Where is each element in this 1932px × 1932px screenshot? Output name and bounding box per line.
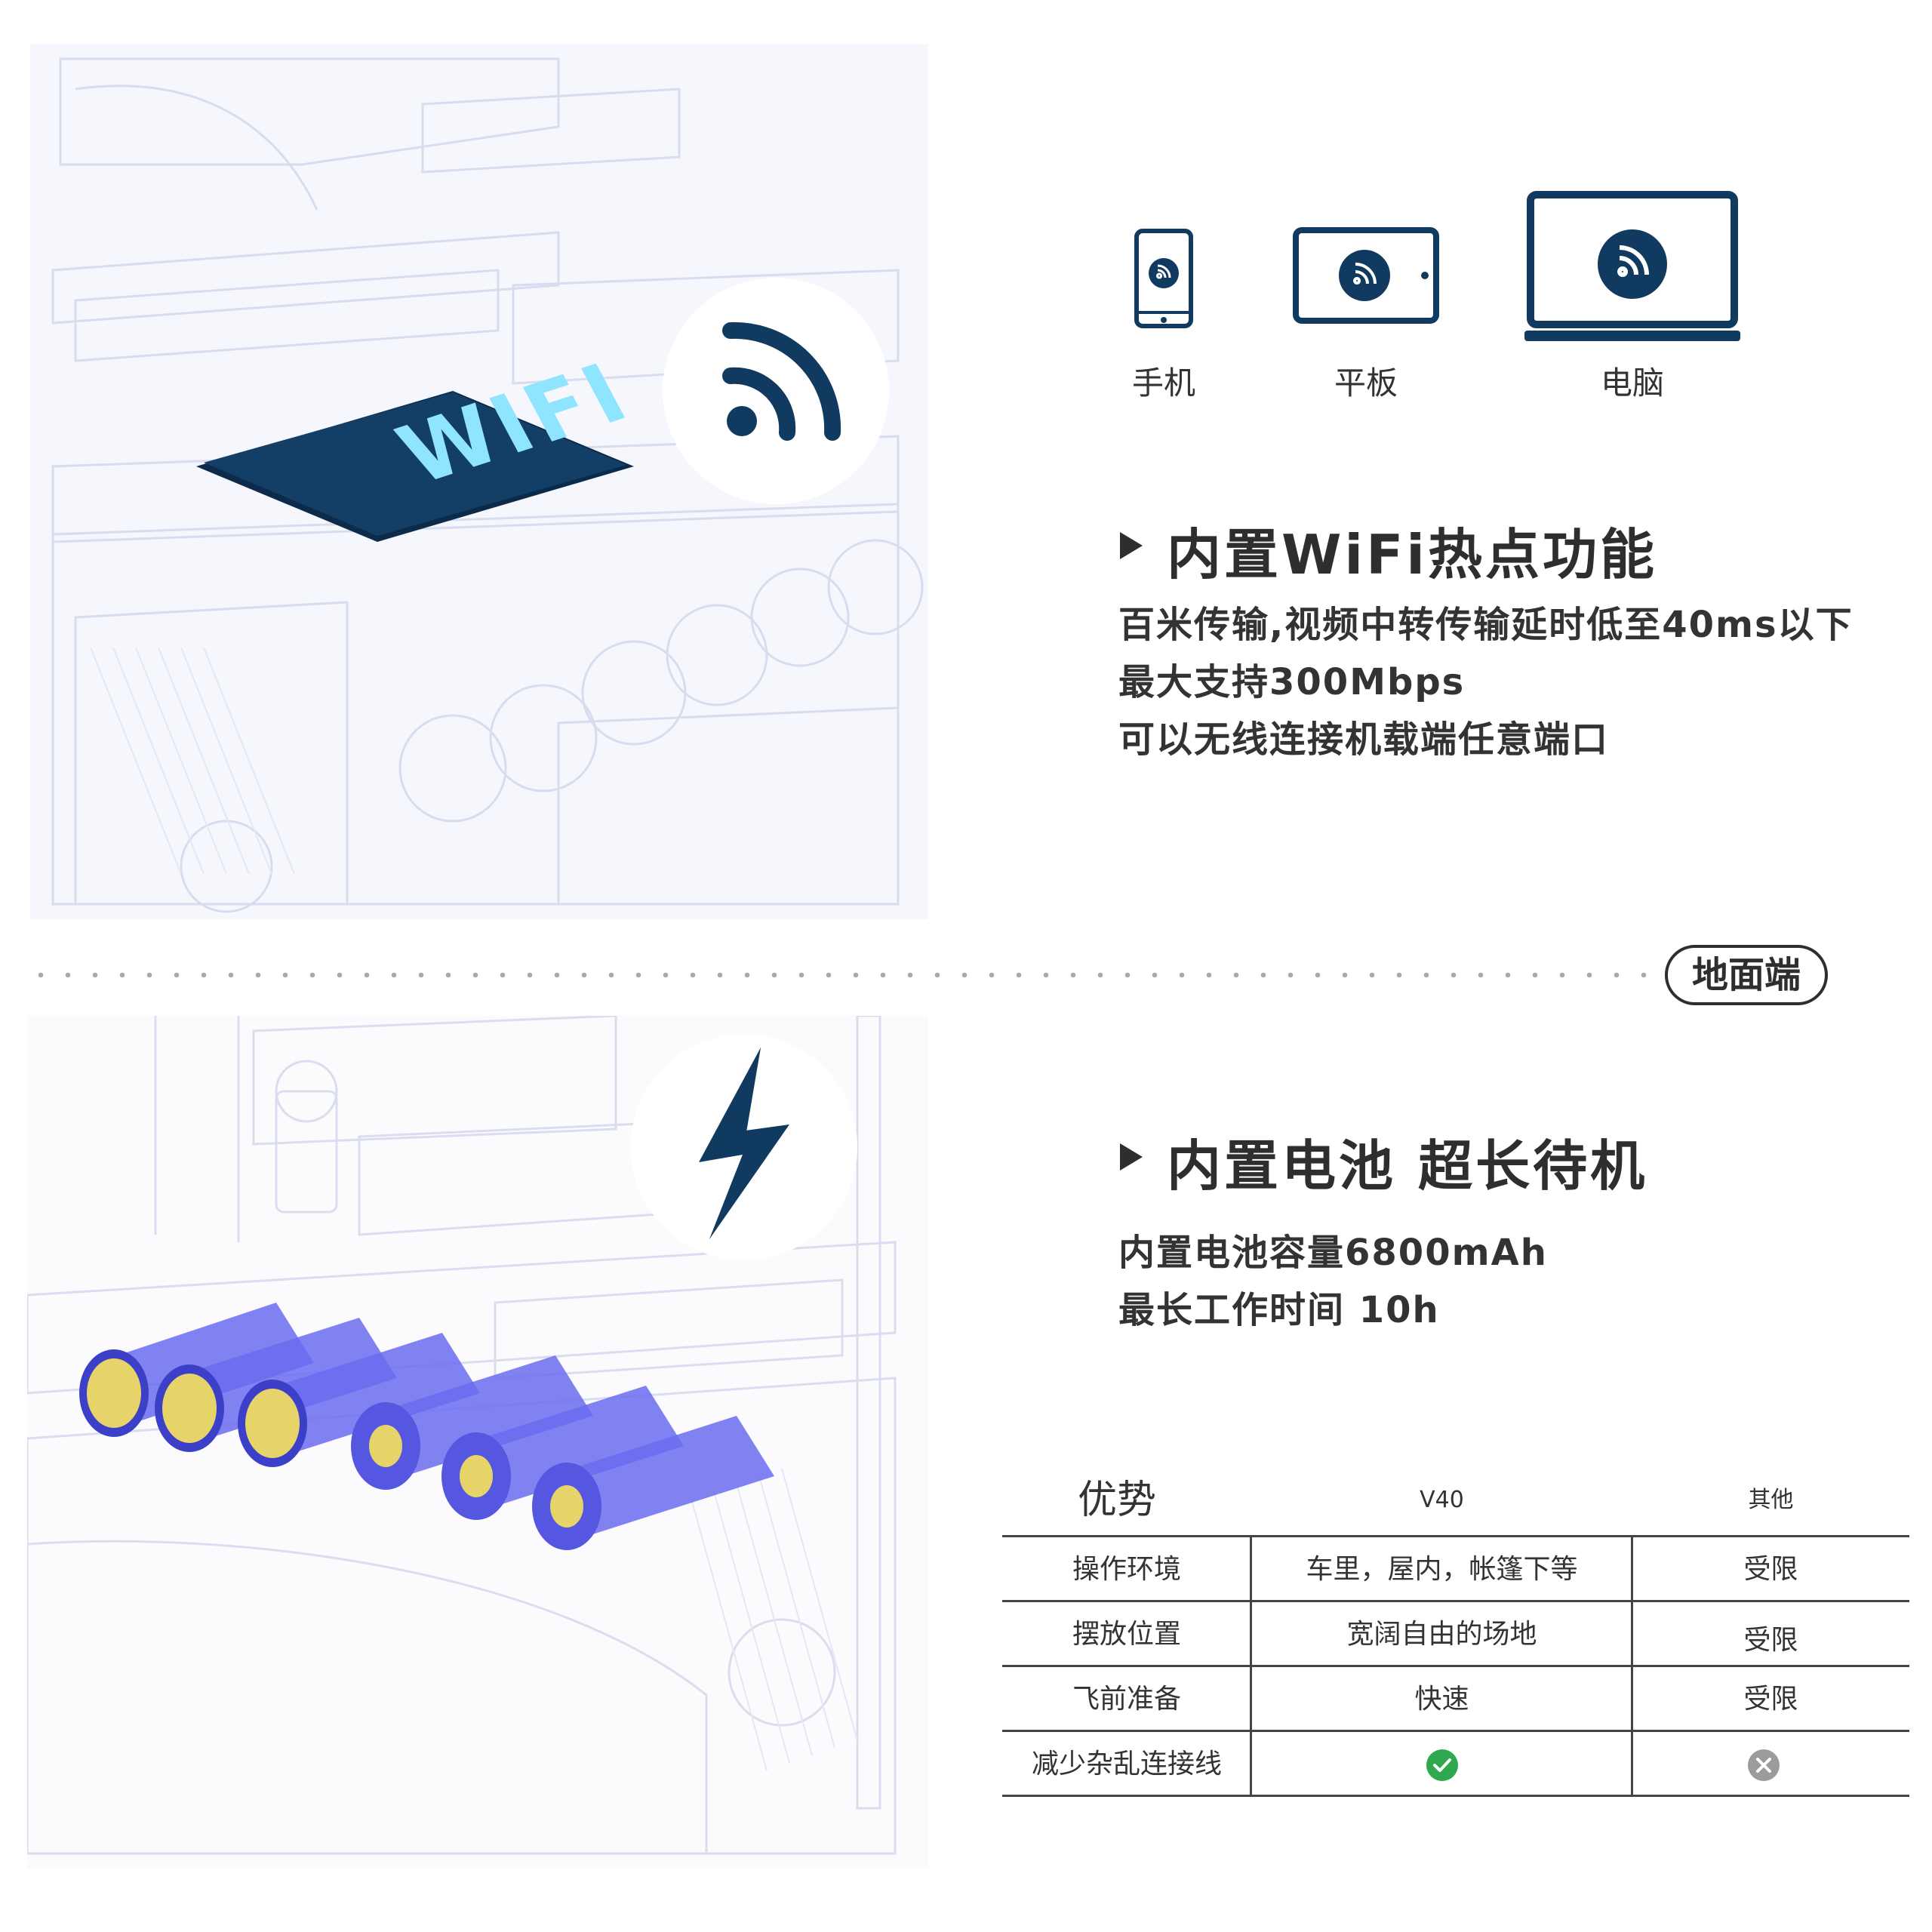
wifi-heading: 内置WiFi热点功能 xyxy=(1167,523,1657,586)
cross-icon xyxy=(1747,1749,1780,1781)
device-label-phone: 手机 xyxy=(1131,365,1195,401)
tablet-icon xyxy=(1292,226,1440,328)
battery-cell xyxy=(441,1386,684,1520)
ground-station-badge: 地面端 xyxy=(1665,945,1828,1005)
battery-pack-drawing xyxy=(27,1016,897,1855)
battery-cell xyxy=(532,1416,774,1550)
laptop-icon xyxy=(1524,190,1740,346)
row-other-value: 受限 xyxy=(1743,1554,1798,1585)
battery-desc-line-1: 内置电池容量6800mAh xyxy=(1118,1232,1548,1274)
lightning-icon xyxy=(699,1048,789,1239)
table-top-rule xyxy=(1002,1535,1909,1537)
check-icon xyxy=(1426,1749,1458,1781)
row-label: 摆放位置 xyxy=(1072,1619,1181,1650)
battery-cell xyxy=(79,1303,314,1437)
battery-cell xyxy=(155,1318,397,1452)
row-v40-value xyxy=(1251,1732,1632,1797)
table-header-v40: V40 xyxy=(1420,1487,1464,1513)
battery-cell xyxy=(238,1333,480,1467)
phone-icon xyxy=(1134,228,1194,332)
battery-heading: 内置电池 超长待机 xyxy=(1167,1134,1648,1198)
wifi-desc-line-3: 可以无线连接机载端任意端口 xyxy=(1118,718,1610,761)
battery-desc-line-2: 最长工作时间 10h xyxy=(1118,1289,1440,1331)
table-row: 摆放位置 宽阔自由的场地 受限 xyxy=(1002,1602,1909,1667)
battery-cells xyxy=(79,1303,774,1550)
device-label-laptop: 电脑 xyxy=(1600,365,1664,401)
row-label: 飞前准备 xyxy=(1072,1684,1181,1715)
dotted-divider xyxy=(27,972,1657,978)
row-label: 操作环境 xyxy=(1072,1554,1181,1585)
wifi-desc-line-1: 百米传输,视频中转传输延时低至40ms以下 xyxy=(1118,604,1854,646)
heading-marker-wifi xyxy=(1120,532,1143,559)
table-column-divider xyxy=(1631,1537,1633,1797)
table-column-divider xyxy=(1250,1537,1252,1797)
wifi-illustration: WIFI xyxy=(30,44,928,919)
row-other-value xyxy=(1632,1732,1909,1797)
row-label: 减少杂乱连接线 xyxy=(1031,1749,1222,1780)
wifi-desc-line-2: 最大支持300Mbps xyxy=(1118,661,1466,703)
wifi-badge xyxy=(663,278,889,504)
circuit-board-drawing: WIFI xyxy=(51,57,924,913)
table-header-other: 其他 xyxy=(1748,1487,1794,1513)
table-row: 操作环境 车里，屋内，帐篷下等 受限 xyxy=(1002,1537,1909,1602)
wifi-icon xyxy=(722,321,841,441)
table-row: 飞前准备 快速 受限 xyxy=(1002,1667,1909,1732)
battery-cell xyxy=(351,1355,593,1490)
table-row: 减少杂乱连接线 xyxy=(1002,1732,1909,1797)
row-v40-value: 快速 xyxy=(1414,1684,1469,1715)
battery-illustration xyxy=(27,1016,928,1869)
row-other-value: 受限 xyxy=(1743,1684,1798,1715)
wifi-chip: WIFI xyxy=(196,346,646,542)
device-label-tablet: 平板 xyxy=(1334,365,1398,401)
table-header-advantage: 优势 xyxy=(1078,1478,1157,1523)
heading-marker-battery xyxy=(1120,1143,1143,1171)
power-badge xyxy=(631,1034,857,1260)
row-other-value: 受限 xyxy=(1743,1625,1798,1656)
row-v40-value: 车里，屋内，帐篷下等 xyxy=(1306,1554,1578,1585)
row-v40-value: 宽阔自由的场地 xyxy=(1346,1619,1537,1650)
